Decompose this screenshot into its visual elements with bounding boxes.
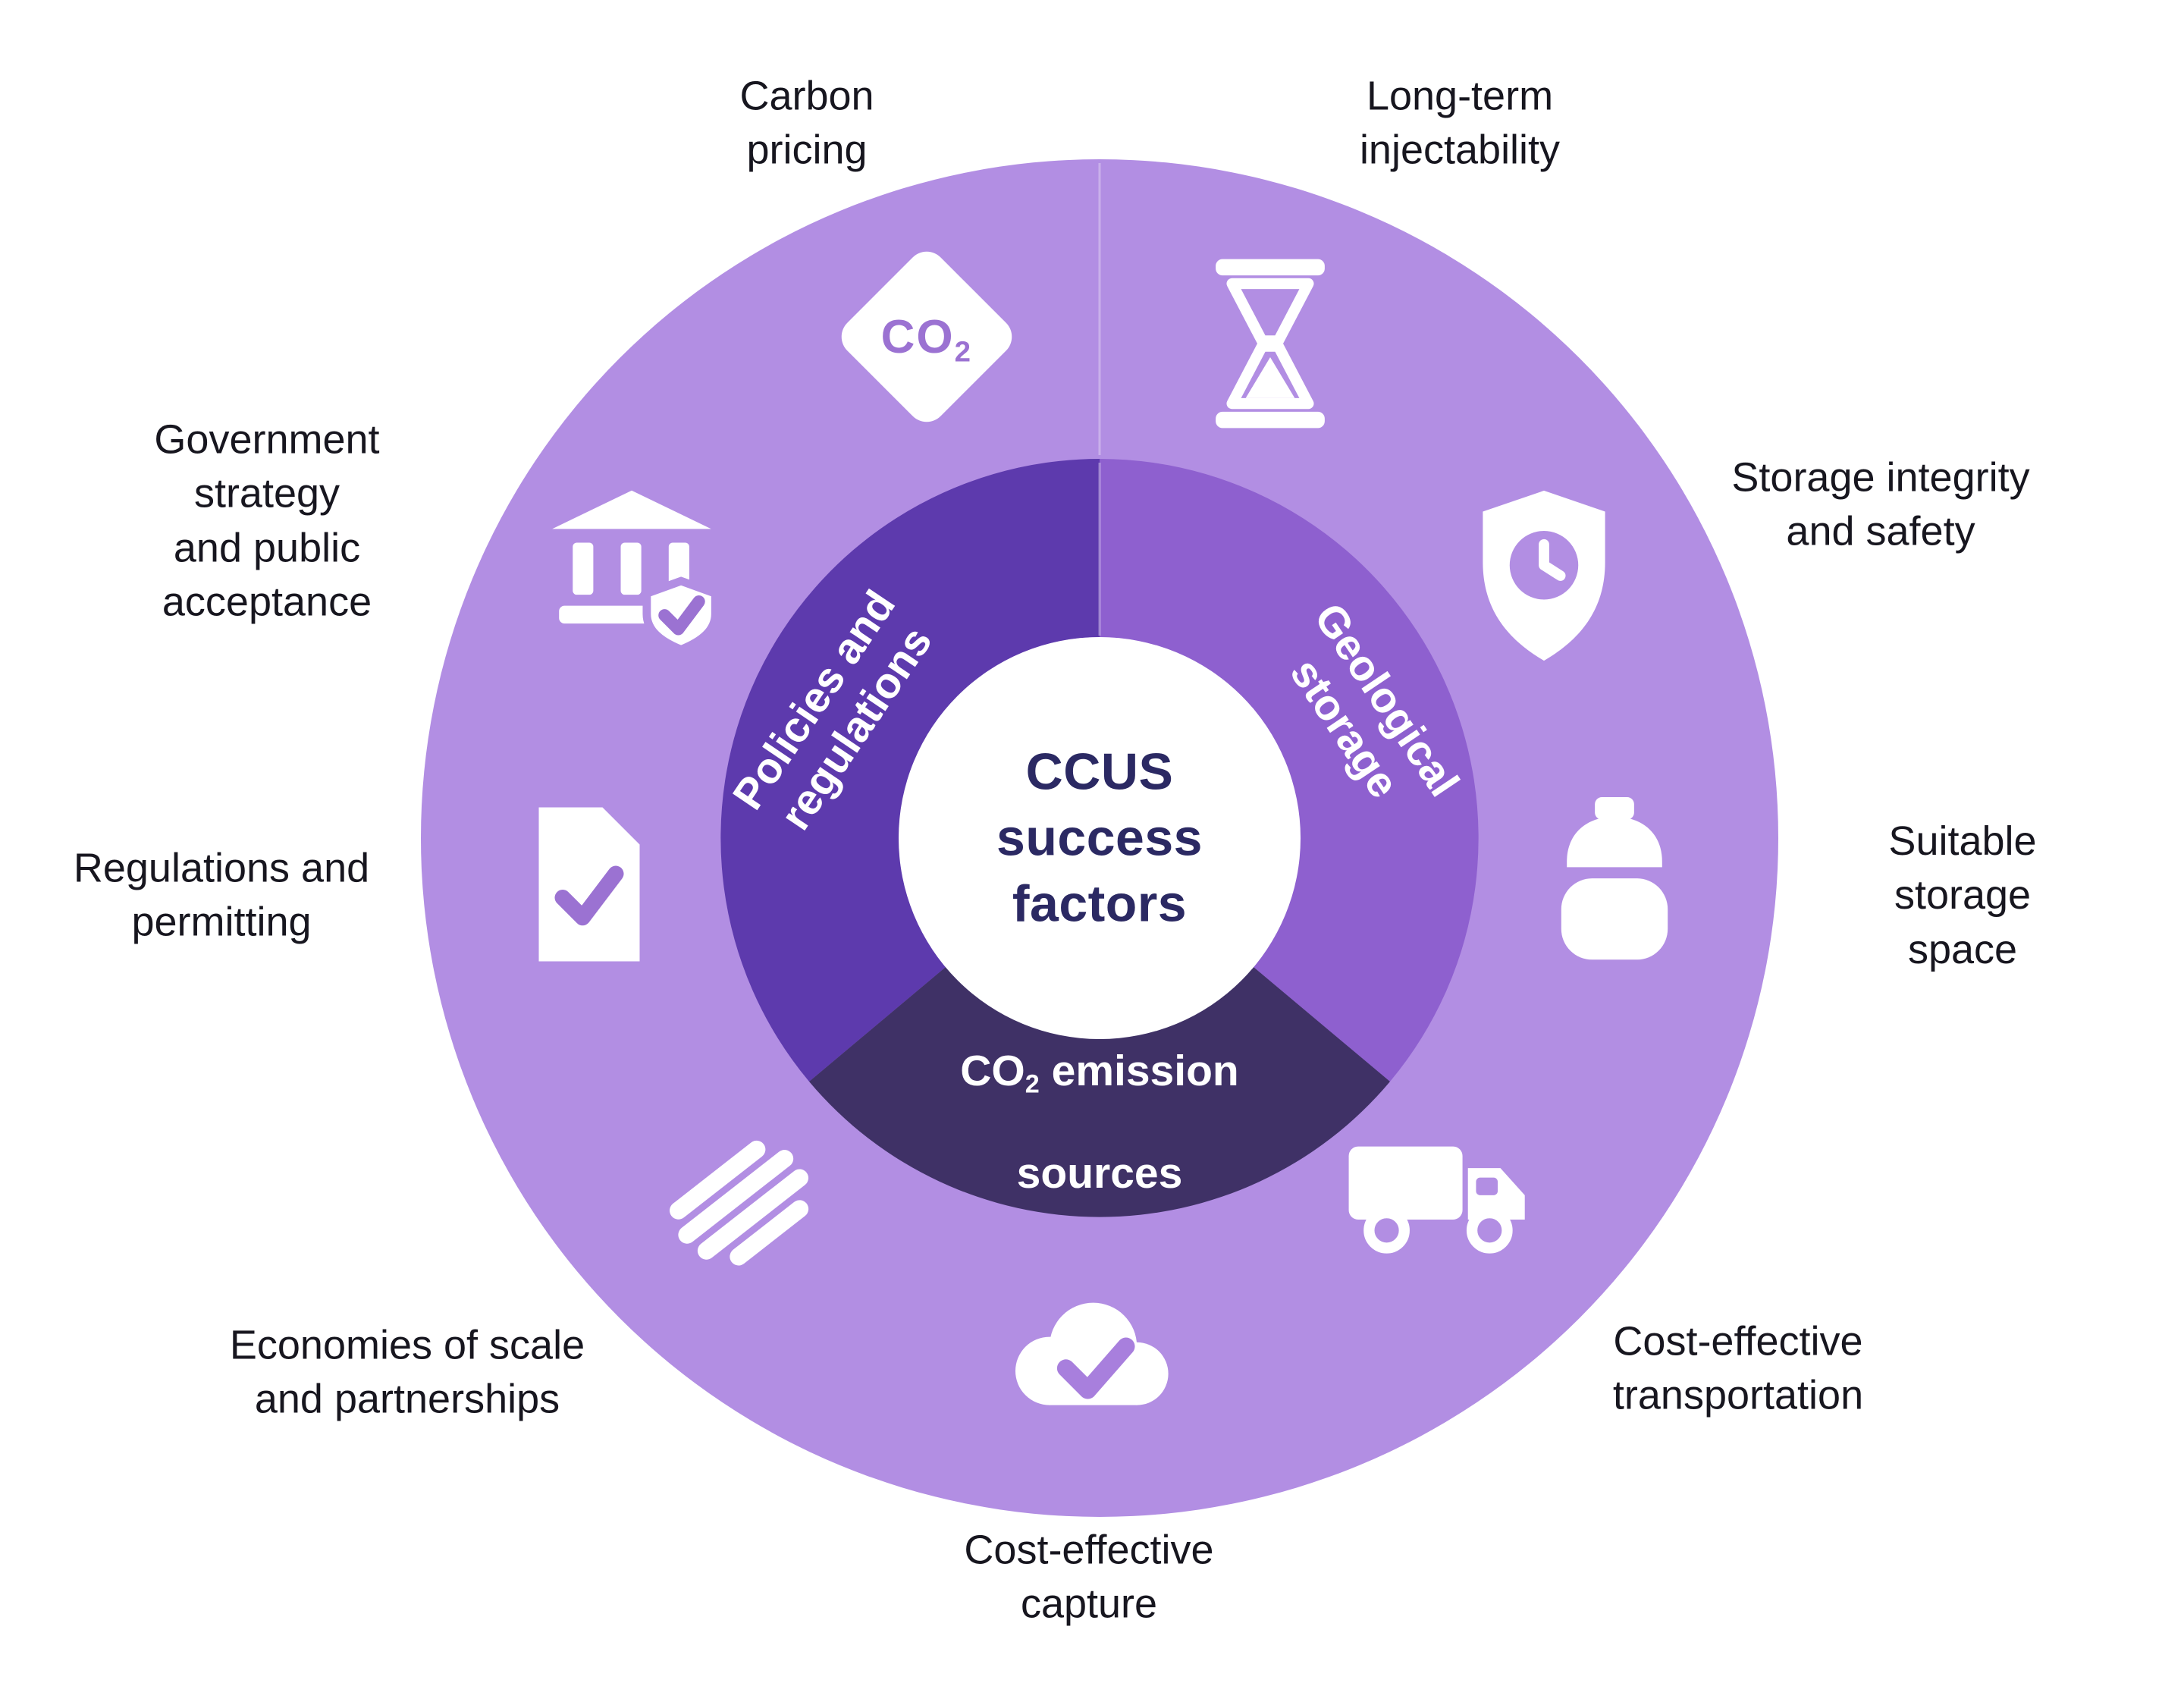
document-check-icon	[523, 805, 656, 964]
label-storage-integrity-and-safety: Storage integrity and safety	[1731, 454, 2030, 554]
center-circle	[899, 637, 1301, 1039]
label-suitable-storage-space: Suitable storage space	[1888, 818, 2037, 972]
truck-icon	[1346, 1132, 1536, 1269]
label-carbon-pricing: Carbon pricing	[739, 73, 874, 173]
emissions-line2: sources	[1016, 1148, 1183, 1198]
segment-policies	[720, 459, 1100, 1082]
label-regulations-and-permitting: Regulations and permitting	[73, 845, 370, 945]
co2-badge-text: CO2	[880, 310, 973, 369]
center-title: CCUS success factors	[996, 743, 1203, 933]
storage-tank-icon	[1545, 797, 1685, 962]
cloud-check-icon	[994, 1286, 1188, 1423]
segment-geological	[1100, 459, 1479, 1082]
emissions-line1: CO2 emission	[960, 1047, 1239, 1099]
label-cost-effective-transportation: Cost-effective transportation	[1612, 1318, 1864, 1418]
government-bank-icon	[543, 485, 721, 655]
handshake-icon	[658, 1123, 836, 1286]
label-long-term-injectability: Long-term injectability	[1359, 73, 1561, 173]
segment-emissions	[809, 967, 1390, 1217]
hourglass-icon	[1202, 256, 1338, 431]
shield-clock-icon	[1468, 488, 1620, 664]
label-economies-of-scale: Economies of scale and partnerships	[229, 1322, 585, 1422]
label-government-strategy: Government strategy and public acceptanc…	[154, 416, 380, 625]
label-cost-effective-capture: Cost-effective capture	[964, 1527, 1214, 1627]
segment-label-emissions: CO2 emission sources	[960, 995, 1238, 1250]
